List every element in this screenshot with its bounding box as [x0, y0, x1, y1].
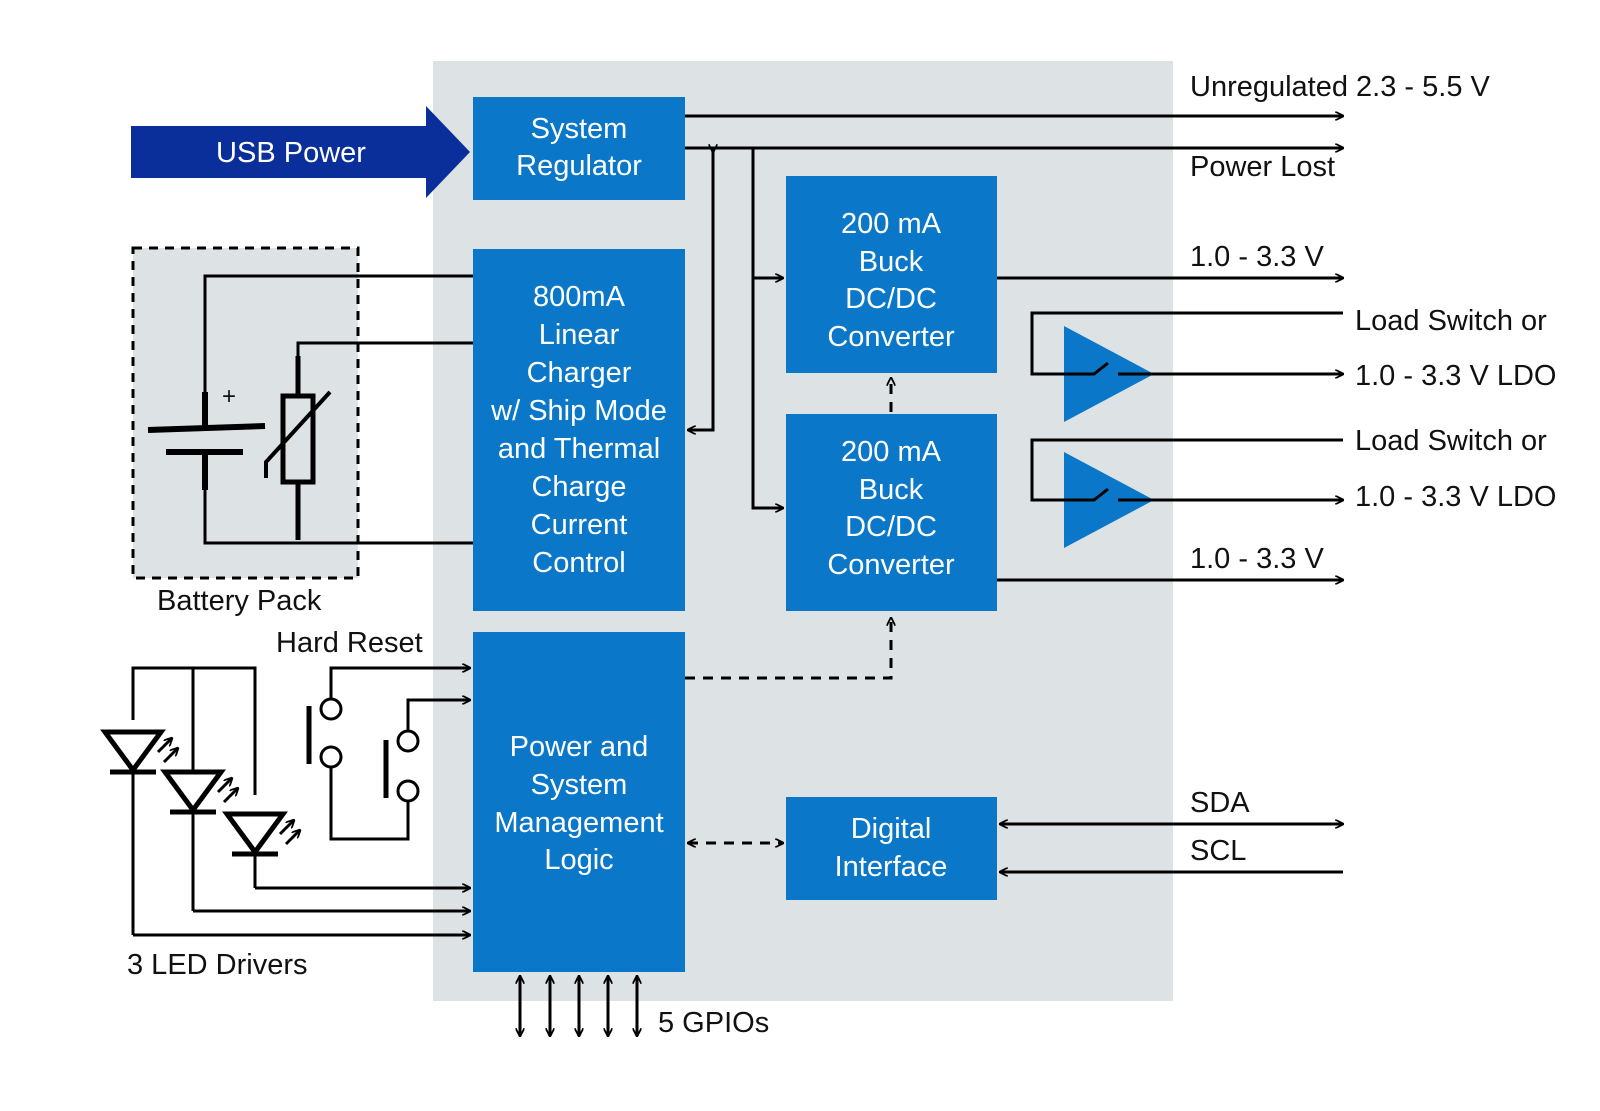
power-management-logic-block: Power and System Management Logic — [473, 632, 685, 972]
label-buck2-out: 1.0 - 3.3 V — [1190, 543, 1324, 575]
led-diode-icon-1 — [100, 666, 257, 935]
label-unregulated: Unregulated 2.3 - 5.5 V — [1190, 71, 1491, 103]
wire-regulator-to-charger — [688, 148, 715, 430]
system-regulator-line-2: Regulator — [516, 150, 642, 182]
wire-battery-return — [203, 496, 473, 545]
ldo-1 — [1030, 311, 1343, 422]
gpio-arrows — [520, 976, 637, 1036]
battery-pack-box — [131, 246, 360, 580]
label-scl: SCL — [1190, 835, 1246, 867]
digital-interface-block: Digital Interface — [786, 797, 997, 900]
linear-charger-line-6: Charge — [531, 471, 626, 503]
ldo-triangle-icon — [1064, 452, 1154, 548]
linear-charger-line-5: and Thermal — [498, 433, 660, 465]
battery-cell-icon — [147, 274, 473, 496]
label-hard-reset: Hard Reset — [276, 627, 423, 659]
buck-top-line-2: Buck — [859, 246, 924, 278]
label-sda: SDA — [1190, 787, 1250, 819]
label-gpios: 5 GPIOs — [658, 1007, 769, 1039]
battery-plus-label: + — [222, 383, 236, 410]
buck-top-line-4: Converter — [827, 321, 955, 353]
buck-bottom-line-4: Converter — [827, 549, 955, 581]
label-ldo2-top: Load Switch or — [1355, 425, 1547, 457]
linear-charger-line-3: Charger — [527, 357, 632, 389]
buck-bottom-line-2: Buck — [859, 474, 924, 506]
power-logic-line-3: Management — [494, 807, 663, 839]
led-diode-icon-2 — [160, 769, 238, 911]
label-ldo2-bottom: 1.0 - 3.3 V LDO — [1355, 481, 1557, 513]
thermistor-icon — [264, 341, 473, 540]
buck-converter-bottom-block: 200 mA Buck DC/DC Converter — [786, 414, 997, 611]
label-led-drivers: 3 LED Drivers — [127, 949, 308, 981]
linear-charger-line-2: Linear — [539, 319, 620, 351]
pushbutton-switch-icon-1 — [306, 668, 470, 841]
label-ldo1-bottom: 1.0 - 3.3 V LDO — [1355, 360, 1557, 392]
usb-power-label: USB Power — [216, 137, 366, 169]
label-power-lost: Power Lost — [1190, 151, 1335, 183]
label-ldo1-top: Load Switch or — [1355, 305, 1547, 337]
buck-bottom-line-1: 200 mA — [841, 436, 942, 468]
buck-converter-top-block: 200 mA Buck DC/DC Converter — [786, 176, 997, 373]
linear-charger-line-7: Current — [531, 509, 628, 541]
power-logic-line-2: System — [531, 769, 628, 801]
linear-charger-block: 800mA Linear Charger w/ Ship Mode and Th… — [473, 249, 685, 611]
linear-charger-line-8: Control — [532, 547, 626, 579]
pushbutton-switch-icon-2 — [383, 700, 470, 803]
linear-charger-line-1: 800mA — [533, 281, 626, 313]
digital-interface-line-2: Interface — [835, 851, 948, 883]
system-regulator-line-1: System — [531, 113, 628, 145]
digital-interface-line-1: Digital — [851, 813, 932, 845]
buck-top-line-3: DC/DC — [845, 283, 937, 315]
ldo-triangle-icon — [1064, 326, 1154, 422]
led-diode-icon-3 — [222, 811, 300, 888]
label-battery-pack: Battery Pack — [157, 585, 322, 617]
power-logic-line-4: Logic — [544, 844, 613, 876]
system-regulator-block: System Regulator — [473, 97, 685, 200]
dashed-logic-to-buck — [685, 618, 891, 680]
buck-top-line-1: 200 mA — [841, 208, 942, 240]
buck-bottom-line-3: DC/DC — [845, 511, 937, 543]
linear-charger-line-4: w/ Ship Mode — [490, 395, 667, 427]
ldo-2 — [1030, 438, 1343, 548]
wire-to-buck-bottom — [751, 278, 783, 508]
label-buck1-out: 1.0 - 3.3 V — [1190, 241, 1324, 273]
usb-power-arrow — [131, 106, 470, 198]
power-logic-line-1: Power and — [510, 731, 649, 763]
